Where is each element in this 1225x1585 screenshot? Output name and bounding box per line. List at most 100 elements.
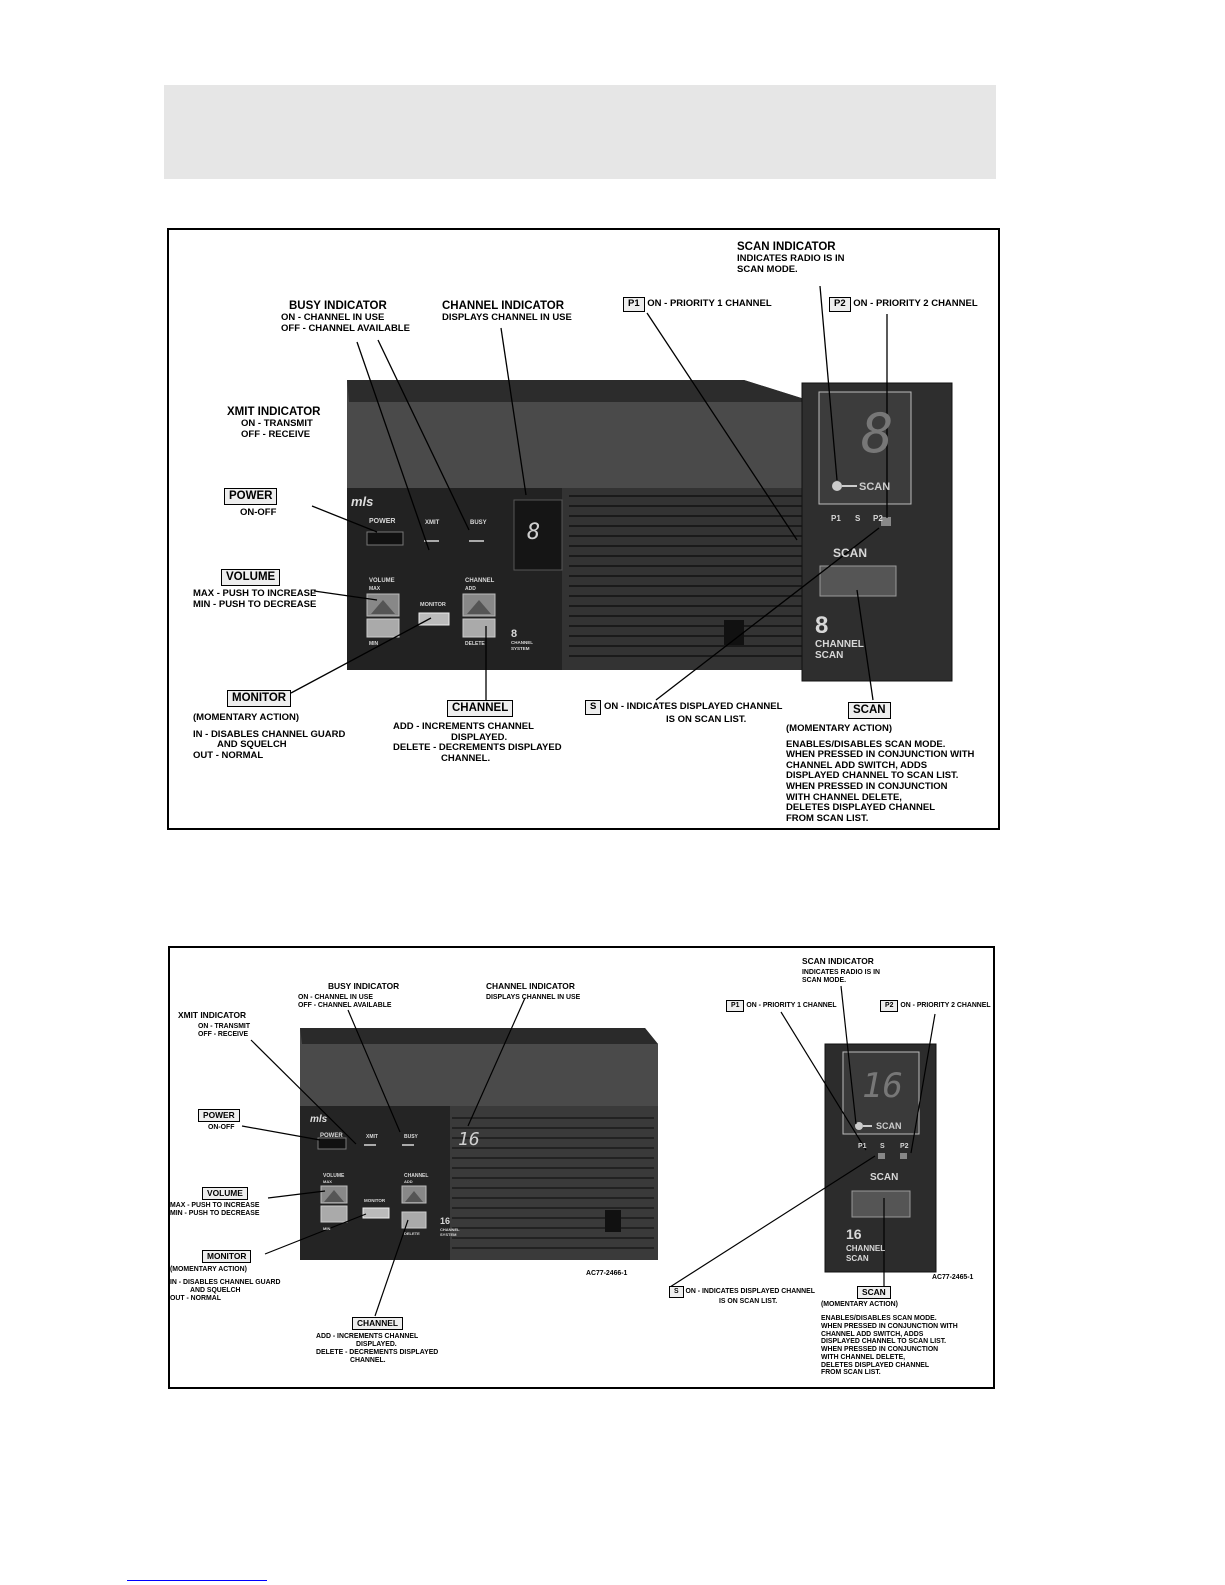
- power-box: POWER: [224, 488, 278, 505]
- monitor-callout-2: MONITOR (MOMENTARY ACTION) IN - DISABLES…: [170, 1250, 281, 1302]
- s-line2: IS ON SCAN LIST.: [666, 713, 747, 725]
- monitor-box-2: MONITOR: [202, 1250, 252, 1264]
- panel-monitor-label: MONITOR: [420, 602, 446, 608]
- channel-callout: CHANNEL ADD - INCREMENTS CHANNEL DISPLAY…: [393, 700, 562, 764]
- scan-line9: FROM SCAN LIST.: [786, 812, 869, 824]
- monitor-box: MONITOR: [227, 690, 292, 707]
- xmit-indicator-callout-2: XMIT INDICATOR ON - TRANSMIT OFF - RECEI…: [178, 1010, 251, 1039]
- s-callout: S ON - INDICATES DISPLAYED CHANNEL IS ON…: [585, 700, 782, 725]
- scan-box-2: SCAN: [857, 1286, 891, 1300]
- scan-line6-2: WHEN PRESSED IN CONJUNCTION: [821, 1346, 939, 1354]
- volume-line2: MIN - PUSH TO DECREASE: [193, 598, 317, 610]
- callout-leader-lines-2: [241, 985, 936, 1317]
- figure-8-channel: mls POWER XMIT BUSY 8 VOLUME MAX MIN MON…: [167, 228, 1000, 830]
- p2-callout-2: P2 ON - PRIORITY 2 CHANNEL: [880, 1000, 991, 1012]
- scan-panel-s-label: S: [855, 514, 861, 523]
- volume-line1-2: MAX - PUSH TO INCREASE: [170, 1202, 260, 1210]
- s-line1-2: ON - INDICATES DISPLAYED CHANNEL: [685, 1288, 815, 1295]
- s-line1: ON - INDICATES DISPLAYED CHANNEL: [603, 701, 783, 712]
- panel-add-label-2: ADD: [404, 1179, 413, 1184]
- xmit-indicator-line2: OFF - RECEIVE: [241, 428, 311, 440]
- scan-line5: DISPLAYED CHANNEL TO SCAN LIST.: [786, 770, 959, 782]
- p2-box: P2: [829, 297, 851, 312]
- channel-line2: DISPLAYED.: [451, 731, 508, 743]
- scan-line7: WITH CHANNEL DELETE,: [786, 791, 902, 803]
- speaker-grille: [569, 495, 809, 657]
- code-ac77-2465-1: AC77-2465-1: [932, 1274, 974, 1281]
- panel-system-line1: CHANNEL: [511, 640, 533, 645]
- scan-line7-2: WITH CHANNEL DELETE,: [821, 1353, 906, 1361]
- volume-callout: VOLUME MAX - PUSH TO INCREASE MIN - PUSH…: [193, 569, 316, 610]
- scan-indicator-title-2: SCAN INDICATOR: [802, 956, 874, 966]
- figure-16-channel: mls POWER XMIT BUSY 16 VOLUME MAX MIN MO…: [168, 946, 995, 1389]
- scan-callout-2: SCAN (MOMENTARY ACTION) ENABLES/DISABLES…: [821, 1286, 958, 1377]
- figure-2-drawing: [241, 985, 937, 1317]
- scan-panel-line2-2: SCAN: [846, 1254, 869, 1263]
- scan-panel-indicator-label-2: SCAN: [876, 1121, 902, 1131]
- channel-line3-2: DELETE - DECREMENTS DISPLAYED: [316, 1348, 439, 1356]
- scan-line2-2: ENABLES/DISABLES SCAN MODE.: [821, 1315, 937, 1323]
- scan-indicator-line1: INDICATES RADIO IS IN: [737, 252, 845, 264]
- scan-panel-p1-label-2: P1: [858, 1143, 867, 1150]
- p1-callout: P1 ON - PRIORITY 1 CHANNEL: [623, 297, 772, 312]
- scan-panel-p2-label-2: P2: [900, 1143, 909, 1150]
- channel-line3: DELETE - DECREMENTS DISPLAYED: [393, 742, 562, 754]
- p2-box-2: P2: [880, 1000, 899, 1012]
- callout-leader-lines: [290, 285, 888, 702]
- scan-indicator-title: SCAN INDICATOR: [737, 241, 836, 253]
- channel-line1: ADD - INCREMENTS CHANNEL: [393, 720, 534, 732]
- scan-panel-line1-2: CHANNEL: [846, 1244, 886, 1253]
- channel-indicator-line1-2: DISPLAYS CHANNEL IN USE: [486, 994, 581, 1002]
- channel-callout-2: CHANNEL ADD - INCREMENTS CHANNEL DISPLAY…: [316, 1317, 438, 1364]
- scan-panel-p2-label: P2: [873, 514, 883, 523]
- monitor-line4-2: OUT - NORMAL: [170, 1294, 221, 1302]
- monitor-line3-2: AND SQUELCH: [190, 1286, 241, 1294]
- panel-system-number: 8: [511, 628, 518, 640]
- panel-volume-label: VOLUME: [369, 578, 395, 584]
- xmit-indicator-callout: XMIT INDICATOR ON - TRANSMIT OFF - RECEI…: [227, 406, 321, 440]
- power-line1-2: ON-OFF: [208, 1124, 235, 1132]
- channel-line4-2: CHANNEL.: [350, 1356, 386, 1364]
- busy-indicator-callout: BUSY INDICATOR ON - CHANNEL IN USE OFF -…: [281, 300, 410, 334]
- channel-indicator-line1: DISPLAYS CHANNEL IN USE: [442, 311, 572, 323]
- volume-line2-2: MIN - PUSH TO DECREASE: [170, 1210, 260, 1218]
- volume-line1: MAX - PUSH TO INCREASE: [193, 587, 317, 599]
- scan-indicator-line2-2: SCAN MODE.: [802, 977, 847, 985]
- busy-indicator-line1-2: ON - CHANNEL IN USE: [298, 994, 373, 1002]
- p1-callout-2: P1 ON - PRIORITY 1 CHANNEL: [726, 1000, 837, 1012]
- scan-panel-display-2: 16: [862, 1066, 903, 1106]
- scan-indicator-callout: SCAN INDICATOR INDICATES RADIO IS IN SCA…: [737, 241, 845, 275]
- p2-text-2: ON - PRIORITY 2 CHANNEL: [900, 1002, 991, 1009]
- panel-system-number-2: 16: [440, 1216, 451, 1226]
- p2-text: ON - PRIORITY 2 CHANNEL: [853, 298, 978, 309]
- footer-link-underline[interactable]: [127, 1580, 267, 1581]
- channel-indicator-callout-2: CHANNEL INDICATOR DISPLAYS CHANNEL IN US…: [486, 981, 581, 1002]
- power-callout-2: POWER ON-OFF: [198, 1109, 240, 1132]
- scan-line6: WHEN PRESSED IN CONJUNCTION: [786, 781, 948, 792]
- s-callout-2: S ON - INDICATES DISPLAYED CHANNEL IS ON…: [669, 1286, 815, 1305]
- volume-callout-2: VOLUME MAX - PUSH TO INCREASE MIN - PUSH…: [170, 1187, 259, 1218]
- monitor-line1-2: (MOMENTARY ACTION): [170, 1266, 247, 1274]
- scan-panel-indicator-label: SCAN: [859, 481, 891, 493]
- scan-line4: CHANNEL ADD SWITCH, ADDS: [786, 759, 928, 771]
- panel-min-label-2: MIN: [323, 1226, 331, 1231]
- busy-indicator-title-2: BUSY INDICATOR: [328, 981, 400, 991]
- monitor-callout: MONITOR (MOMENTARY ACTION) IN - DISABLES…: [193, 690, 345, 761]
- scan-panel-display: 8: [861, 402, 894, 465]
- busy-indicator-line2: OFF - CHANNEL AVAILABLE: [281, 322, 410, 334]
- scan-panel-p1-label: P1: [831, 514, 841, 523]
- scan-line9-2: FROM SCAN LIST.: [821, 1369, 881, 1377]
- panel-min-label: MIN: [369, 641, 379, 647]
- panel-delete-label-2: DELETE: [404, 1231, 420, 1236]
- scan-line1-2: (MOMENTARY ACTION): [821, 1301, 898, 1309]
- s-box-2: S: [669, 1286, 684, 1298]
- figure-1-drawing: [290, 285, 953, 702]
- panel-delete-label: DELETE: [465, 641, 485, 647]
- xmit-indicator-line1-2: ON - TRANSMIT: [198, 1023, 251, 1031]
- scan-callout: SCAN (MOMENTARY ACTION) ENABLES/DISABLES…: [786, 702, 974, 825]
- scan-indicator-line2: SCAN MODE.: [737, 263, 798, 275]
- busy-indicator-callout-2: BUSY INDICATOR ON - CHANNEL IN USE OFF -…: [298, 981, 400, 1010]
- monitor-line4: OUT - NORMAL: [193, 749, 264, 761]
- scan-panel-number-2: 16: [846, 1226, 862, 1242]
- panel-xmit-label: XMIT: [425, 520, 440, 526]
